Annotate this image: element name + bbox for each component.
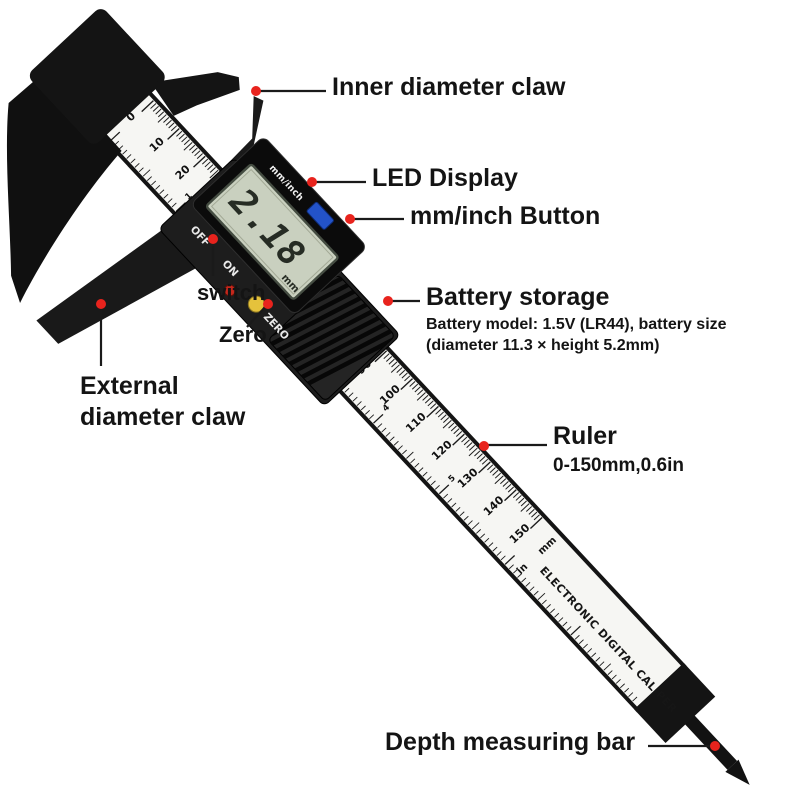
battery-detail-line1: Battery model: 1.5V (LR44), battery size [426,316,727,333]
annotation-dots [96,86,720,751]
beam-end-cap [634,662,716,743]
battery-dot [383,296,393,306]
battery-storage-label: Battery storage [426,283,610,311]
lcd-inner-frame [210,168,334,295]
inner-claw-dot [251,86,261,96]
external-claw-dot [96,299,106,309]
depth-bar-label: Depth measuring bar [385,728,636,756]
mm-inch-button-label: mm/inch Button [410,202,601,230]
external-diameter-claw-movable [36,227,202,344]
svg-text:4: 4 [381,403,392,414]
mm-inch-dot [345,214,355,224]
ruler-label: Ruler [553,422,617,450]
led-display: mm/inch 2.18 mm [192,138,365,313]
inner-diameter-claw-fixed [150,72,240,116]
svg-text:1: 1 [183,191,194,202]
ruler-dot [479,441,489,451]
zero-line [246,305,267,328]
inner-claw-label: Inner diameter claw [332,73,566,101]
svg-text:5: 5 [447,473,458,484]
led-display-label: LED Display [372,164,518,192]
ruler-range-label: 0-150mm,0.6in [553,455,684,476]
caliper-head [29,9,165,144]
battery-detail-line2: (diameter 11.3 × height 5.2mm) [426,337,660,354]
lcd-screen [205,163,339,300]
switch-dot [208,234,218,244]
battery-storage-cover [267,275,396,400]
led-display-dot [307,177,317,187]
zero-dot [263,299,273,309]
depth-bar-dot [710,741,720,751]
mm-inch-button [306,201,334,230]
on-off-button [223,284,236,297]
zero-annotation-label: Zero [219,322,267,347]
inner-diameter-claw-movable [224,96,264,179]
external-claw-label-line2: diameter claw [80,403,246,431]
annotation-lines [99,89,712,748]
switch-label: switch [197,280,266,305]
external-claw-label-line1: External [80,372,179,400]
